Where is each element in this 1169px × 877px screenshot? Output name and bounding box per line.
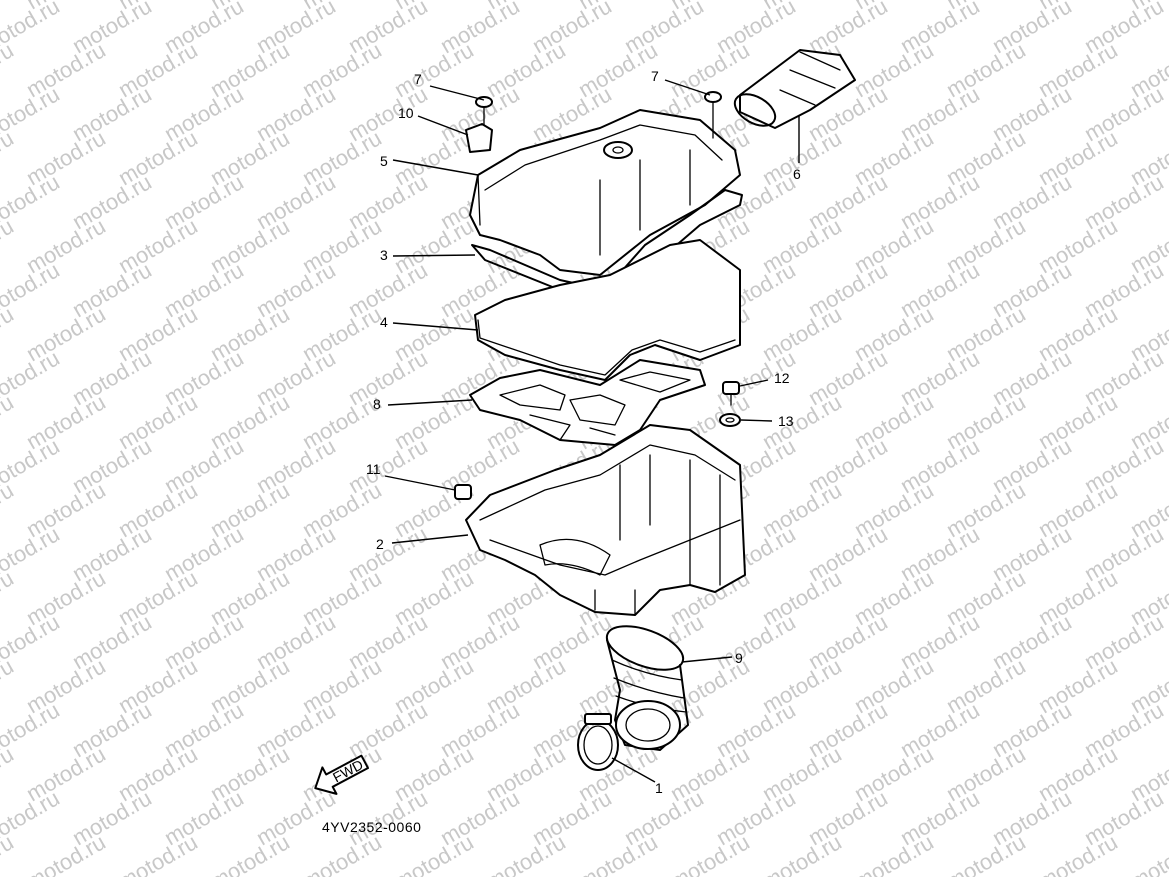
callout-4: 4 <box>380 314 388 330</box>
watermark-text: motod.ru <box>22 829 110 877</box>
watermark-text: motod.ru <box>0 565 18 630</box>
leader-lines <box>384 79 800 783</box>
watermark-text: motod.ru <box>0 125 18 190</box>
watermark-text: motod.ru <box>942 829 1030 877</box>
callout-1: 1 <box>655 780 663 796</box>
callout-8: 8 <box>373 396 381 412</box>
callout-3: 3 <box>380 247 388 263</box>
diagram-code: 4YV2352-0060 <box>322 819 421 835</box>
watermark-text: motod.ru <box>0 741 18 806</box>
watermark-text: motod.ru <box>0 37 18 102</box>
intake-duct <box>605 625 689 751</box>
callout-7-right: 7 <box>651 68 659 84</box>
air-box-cover <box>469 109 741 276</box>
washer-13 <box>719 413 741 427</box>
callout-10: 10 <box>398 105 414 121</box>
watermark-text: motod.ru <box>0 213 18 278</box>
callout-labels: 7 7 10 5 6 3 4 12 8 13 11 2 9 1 <box>366 68 801 796</box>
air-box-case <box>465 424 746 616</box>
callout-7-left: 7 <box>414 71 422 87</box>
watermark-text: motod.ru <box>0 653 18 718</box>
watermark-text: motod.ru <box>0 0 18 14</box>
watermark-text: motod.ru <box>0 389 18 454</box>
watermark-text: motod.ru <box>482 829 570 877</box>
plug-11 <box>454 484 472 500</box>
callout-5: 5 <box>380 153 388 169</box>
watermark-text: motod.ru <box>0 477 18 542</box>
watermark-text: motod.ru <box>850 829 938 877</box>
callout-9: 9 <box>735 650 743 666</box>
watermark-text: motod.ru <box>206 829 294 877</box>
watermark-text: motod.ru <box>0 301 18 366</box>
watermark-text: motod.ru <box>666 829 754 877</box>
watermark-text: motod.ru <box>758 829 846 877</box>
callout-13: 13 <box>778 413 794 429</box>
element-frame <box>469 359 706 446</box>
watermark-text: motod.ru <box>574 829 662 877</box>
watermark-text: motod.ru <box>390 829 478 877</box>
callout-11: 11 <box>366 461 381 477</box>
callout-6: 6 <box>793 166 801 182</box>
callout-2: 2 <box>376 536 384 552</box>
air-filter-element <box>474 239 741 381</box>
cap-12 <box>722 381 740 406</box>
watermark-text: motod.ru <box>0 829 18 877</box>
bracket-10 <box>465 123 493 153</box>
watermark-text: motod.ru <box>298 829 386 877</box>
watermark-text: motod.ru <box>1034 829 1122 877</box>
air-box-joint <box>733 49 856 129</box>
hose-clamp <box>577 713 619 771</box>
watermark-text: motod.ru <box>1126 829 1169 877</box>
callout-12: 12 <box>774 370 790 386</box>
watermark-text: motod.ru <box>114 829 202 877</box>
